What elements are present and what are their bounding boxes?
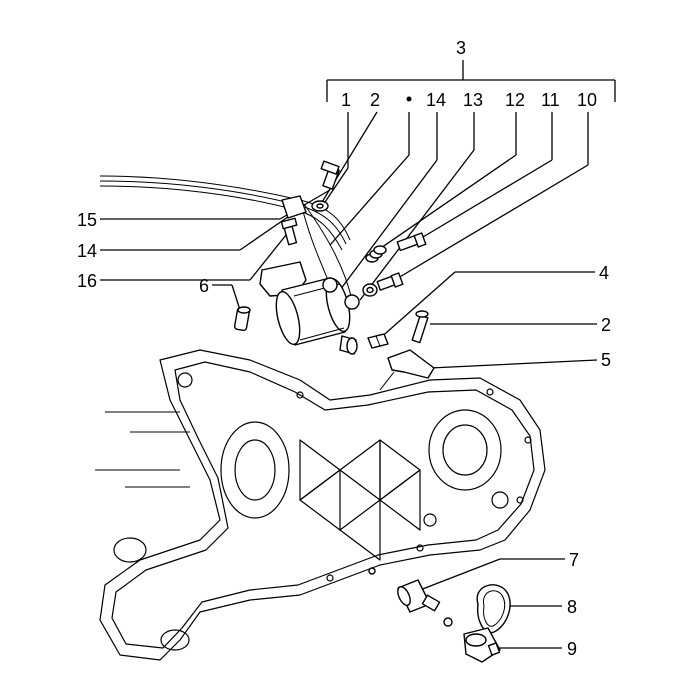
- callout-8: 8: [567, 597, 577, 617]
- callout-4: 4: [599, 263, 609, 283]
- callout-2-top: 2: [370, 90, 380, 110]
- crankcase: [95, 349, 546, 661]
- callout-2-right: 2: [601, 315, 611, 335]
- cable-harness: [99, 175, 353, 301]
- callout-16: 16: [77, 271, 97, 291]
- callout-1: 1: [341, 90, 351, 110]
- callout-labels: 3 1 2 14 13 12 11 10 15 14 16 6 4 2 5 7 …: [77, 38, 611, 659]
- pin-6: [233, 306, 251, 332]
- callout-5: 5: [601, 350, 611, 370]
- hardware-right: [362, 232, 427, 297]
- callout-10: 10: [577, 90, 597, 110]
- starter-motor: [259, 261, 360, 355]
- callout-14-left: 14: [77, 241, 97, 261]
- callout-15: 15: [77, 210, 97, 230]
- callout-12: 12: [505, 90, 525, 110]
- callout-7: 7: [569, 550, 579, 570]
- callout-9: 9: [567, 639, 577, 659]
- bracket-parts: [367, 310, 435, 391]
- hardware-top: [280, 160, 340, 246]
- callout-3: 3: [456, 38, 466, 58]
- lower-parts: [368, 567, 511, 663]
- group-bracket-3: [326, 60, 616, 102]
- leader-lines: [100, 111, 598, 649]
- callout-11: 11: [541, 90, 560, 110]
- callout-14-top: 14: [426, 90, 446, 110]
- callout-6: 6: [199, 276, 209, 296]
- callout-13: 13: [463, 90, 483, 110]
